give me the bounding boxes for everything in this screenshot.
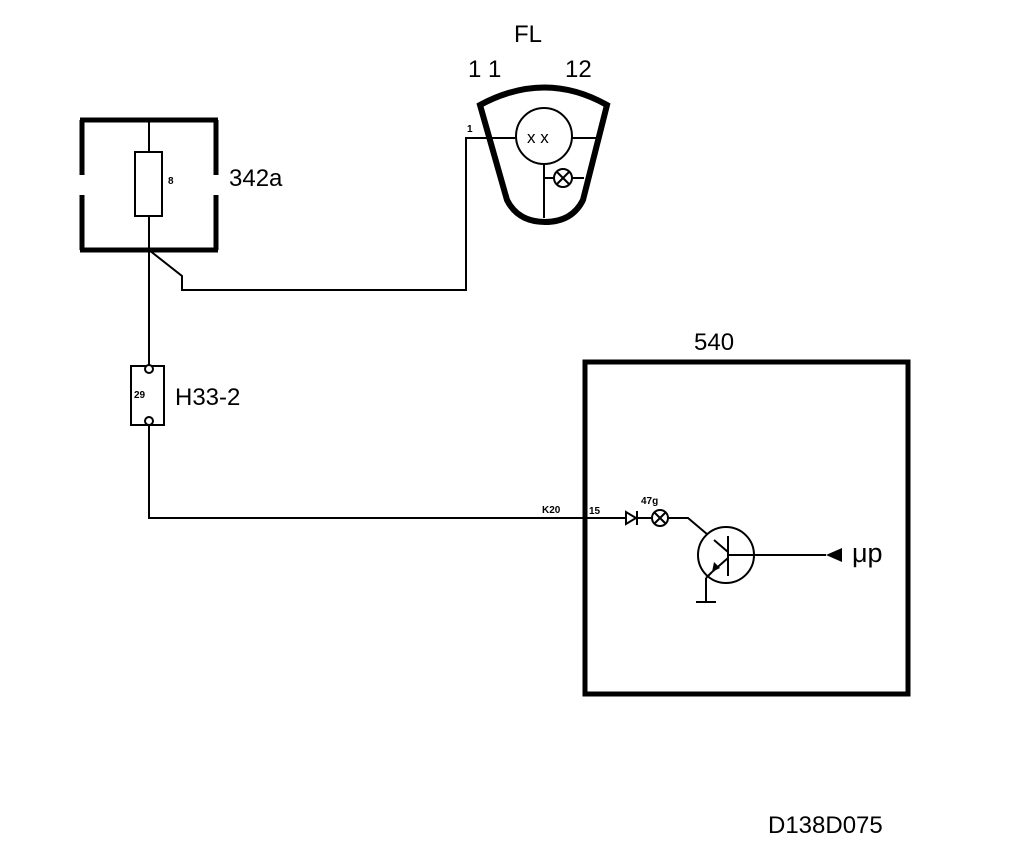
fuse-element xyxy=(134,151,163,217)
wire-connector-to-ecu xyxy=(148,425,626,519)
connector-pin-label: 29 xyxy=(134,390,146,401)
control-unit-540 xyxy=(582,359,911,697)
wire-fuse-to-lamp xyxy=(148,137,486,291)
lamp-pin-12-label: 12 xyxy=(565,56,592,83)
processor-label: μp xyxy=(852,538,883,568)
control-unit-label: 540 xyxy=(694,329,734,356)
fuse-box-342a xyxy=(79,117,219,253)
svg-text:x x: x x xyxy=(527,128,549,147)
lamp-pin-1-label: 1 xyxy=(467,124,473,135)
diode-icon xyxy=(625,510,652,526)
fuse-box-label: 342a xyxy=(229,165,283,192)
wire-code-label: K20 xyxy=(542,505,561,516)
drawing-id: D138D075 xyxy=(768,812,883,839)
lamp-unit-label: FL xyxy=(514,21,542,48)
lamp-unit-fl: x x xyxy=(476,84,611,226)
connector-h33-2 xyxy=(130,364,165,426)
processor-arrow-icon xyxy=(826,548,842,562)
transistor-icon xyxy=(668,517,826,603)
fuse-number-label: 8 xyxy=(168,176,174,187)
indicator-bulb-icon xyxy=(651,509,669,527)
indicator-label: 47g xyxy=(641,496,658,507)
connector-label: H33-2 xyxy=(175,384,240,411)
lamp-pin-11-label: 1 1 xyxy=(468,56,501,83)
input-pin-label: 15 xyxy=(589,506,601,517)
